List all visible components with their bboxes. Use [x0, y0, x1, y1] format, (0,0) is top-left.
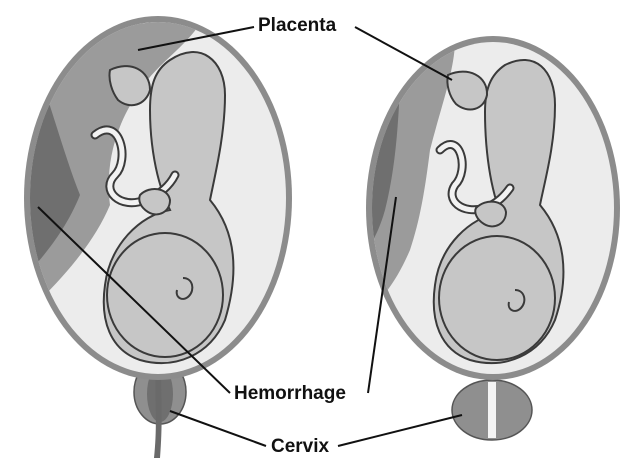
cervix-label: Cervix [271, 437, 329, 456]
cervix-leader-left [170, 411, 266, 446]
hemorrhage-label: Hemorrhage [234, 384, 346, 403]
cervix-leader-right [338, 415, 462, 446]
placenta-label: Placenta [258, 16, 336, 35]
right-uterus [360, 36, 620, 440]
right-cervix [452, 380, 532, 440]
